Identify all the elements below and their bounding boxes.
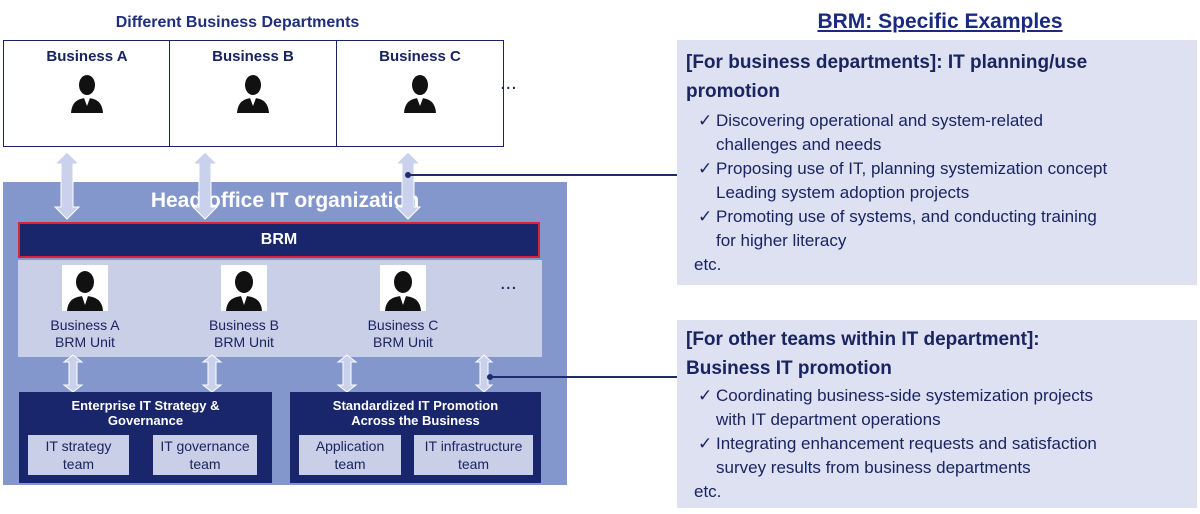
brm-bar: BRM xyxy=(18,222,540,258)
avatar xyxy=(62,265,108,311)
business-c-label: Business C xyxy=(379,48,461,65)
person-icon xyxy=(71,75,103,113)
brm-examples-title: BRM: Specific Examples xyxy=(817,10,1063,33)
check-icon: ✓ xyxy=(698,111,713,130)
double-arrow-icon xyxy=(191,151,219,220)
connector-line-bottom xyxy=(492,376,677,378)
enterprise-it-strategy-title: Enterprise IT Strategy &Governance xyxy=(71,398,220,428)
head-office-title: Head office IT organization xyxy=(150,189,420,212)
brm-label: BRM xyxy=(260,231,298,248)
business-a-label: Business A xyxy=(46,48,128,65)
list-item: ✓ Promoting use of systems, and conducti… xyxy=(698,207,1097,250)
business-b-box: Business B xyxy=(169,40,337,147)
check-icon: ✓ xyxy=(698,207,713,226)
more-units-ellipsis: ... xyxy=(500,272,517,294)
connector-dot xyxy=(405,172,411,178)
panel2-heading: [For other teams within IT department]: … xyxy=(686,329,1040,379)
panel1-etc: etc. xyxy=(694,255,722,274)
list-item: ✓ Coordinating business-side systemizati… xyxy=(698,386,1094,429)
person-icon xyxy=(67,271,103,311)
avatar xyxy=(221,265,267,311)
panel1-heading: [For business departments]: IT planning/… xyxy=(686,52,1088,102)
double-arrow-icon xyxy=(201,354,223,393)
connector-line-top xyxy=(410,174,677,176)
person-icon xyxy=(385,271,421,311)
departments-title: Different Business Departments xyxy=(115,14,360,31)
person-icon xyxy=(404,75,436,113)
person-icon xyxy=(237,75,269,113)
double-arrow-icon xyxy=(62,354,84,393)
double-arrow-icon xyxy=(394,151,422,220)
list-item: ✓ Integrating enhancement requests and s… xyxy=(698,434,1097,477)
double-arrow-icon xyxy=(474,354,494,393)
check-icon: ✓ xyxy=(698,434,713,453)
business-brm-arrows xyxy=(53,151,494,393)
business-b-label: Business B xyxy=(212,48,294,65)
business-c-box: Business C xyxy=(336,40,504,147)
person-icon xyxy=(226,271,262,311)
list-item: ✓ Discovering operational and system-rel… xyxy=(698,111,1043,154)
business-departments-panel: [For business departments]: IT planning/… xyxy=(677,40,1197,285)
connector-dot xyxy=(487,374,493,380)
double-arrow-icon xyxy=(53,151,81,220)
check-icon: ✓ xyxy=(698,386,713,405)
list-item: ✓ Proposing use of IT, planning systemiz… xyxy=(698,159,1108,202)
panel2-etc: etc. xyxy=(694,482,722,501)
avatar xyxy=(380,265,426,311)
other-it-teams-panel: [For other teams within IT department]: … xyxy=(677,320,1197,508)
double-arrow-icon xyxy=(336,354,358,393)
check-icon: ✓ xyxy=(698,159,713,178)
more-businesses-ellipsis: ... xyxy=(500,72,517,94)
